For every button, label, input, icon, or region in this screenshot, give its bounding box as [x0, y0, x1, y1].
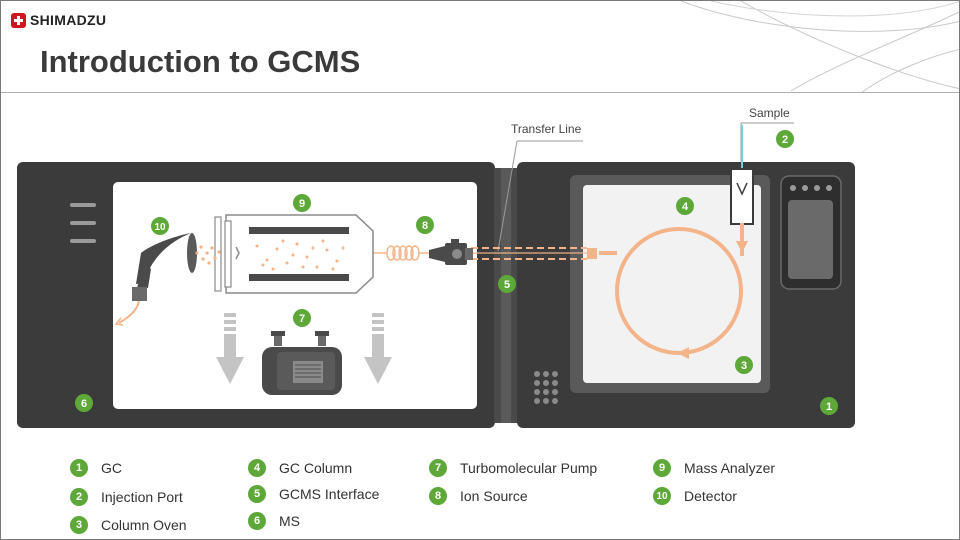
decorative-arcs [680, 1, 959, 93]
svg-text:9: 9 [299, 198, 305, 210]
legend-number: 7 [429, 459, 447, 477]
mass-analyzer [214, 214, 374, 294]
legend-item: 9 Mass Analyzer [653, 458, 775, 478]
legend-item: 3 Column Oven [70, 515, 187, 535]
detector [114, 233, 197, 326]
legend-number: 10 [653, 487, 671, 505]
ion-beam [195, 245, 221, 265]
ion-source [429, 239, 473, 265]
svg-text:4: 4 [682, 201, 689, 213]
transfer-line-label: Transfer Line [511, 122, 582, 136]
header-rule [1, 92, 959, 93]
injection-port [730, 168, 754, 225]
column-arrow-down [736, 241, 748, 253]
svg-text:1: 1 [826, 401, 832, 413]
legend-number: 2 [70, 488, 88, 506]
badge-gc: 1 [820, 397, 838, 415]
pump-arrow-left [216, 313, 244, 384]
legend-label: GC Column [279, 460, 353, 476]
legend-label: Injection Port [101, 489, 183, 505]
ms-window [113, 182, 477, 409]
legend-number: 5 [248, 485, 266, 503]
badge-pump: 7 [293, 309, 311, 327]
legend-label: Turbomolecular Pump [460, 460, 598, 476]
turbomolecular-pump [262, 331, 342, 395]
badge-detector: 10 [151, 217, 169, 235]
keypad [534, 371, 558, 404]
legend-item: 8 Ion Source [429, 486, 528, 506]
legend-label: Mass Analyzer [684, 460, 776, 476]
legend-item: 10 Detector [653, 486, 737, 506]
legend-label: Detector [684, 488, 737, 504]
oven-window [583, 185, 761, 383]
legend-item: 4 GC Column [248, 458, 352, 478]
badge-injection-port: 2 [776, 130, 794, 148]
legend-item: 5 GCMS Interface [248, 484, 379, 504]
legend-number: 4 [248, 459, 266, 477]
legend-label: GC [101, 460, 122, 476]
svg-text:8: 8 [422, 220, 428, 232]
legend-label: GCMS Interface [279, 486, 380, 502]
legend-label: Column Oven [101, 517, 187, 533]
vent-line [70, 221, 96, 225]
column-arrow-left [677, 347, 689, 359]
badge-ms: 6 [75, 394, 93, 412]
legend-item: 6 MS [248, 511, 300, 531]
badge-gc-column: 4 [676, 197, 694, 215]
shimadzu-logo: SHIMADZU [11, 12, 106, 28]
svg-text:6: 6 [81, 398, 87, 410]
control-screen [788, 200, 833, 279]
badge-column-oven: 3 [735, 356, 753, 374]
vent-line [70, 203, 96, 207]
svg-text:7: 7 [299, 313, 305, 325]
svg-text:5: 5 [504, 279, 510, 291]
legend-label: Ion Source [460, 488, 528, 504]
vent-line [70, 239, 96, 243]
svg-text:10: 10 [154, 222, 166, 233]
legend-number: 3 [70, 516, 88, 534]
svg-text:2: 2 [782, 134, 788, 146]
legend-label: MS [279, 513, 300, 529]
legend-number: 8 [429, 487, 447, 505]
brand-name: SHIMADZU [30, 12, 107, 28]
legend-number: 9 [653, 459, 671, 477]
legend-number: 1 [70, 459, 88, 477]
page-title: Introduction to GCMS [40, 44, 361, 79]
legend-number: 6 [248, 512, 266, 530]
legend-item: 2 Injection Port [70, 487, 183, 507]
sample-label: Sample [749, 106, 790, 120]
shimadzu-logo-icon [11, 12, 26, 28]
ion-source-coil [373, 245, 429, 261]
legend-item: 1 GC [70, 458, 122, 478]
badge-ion-source: 8 [416, 216, 434, 234]
legend-item: 7 Turbomolecular Pump [429, 458, 597, 478]
badge-gcms-interface: 5 [498, 275, 516, 293]
svg-text:3: 3 [741, 360, 747, 372]
pump-arrow-right [364, 313, 392, 384]
badge-mass-analyzer: 9 [293, 194, 311, 212]
